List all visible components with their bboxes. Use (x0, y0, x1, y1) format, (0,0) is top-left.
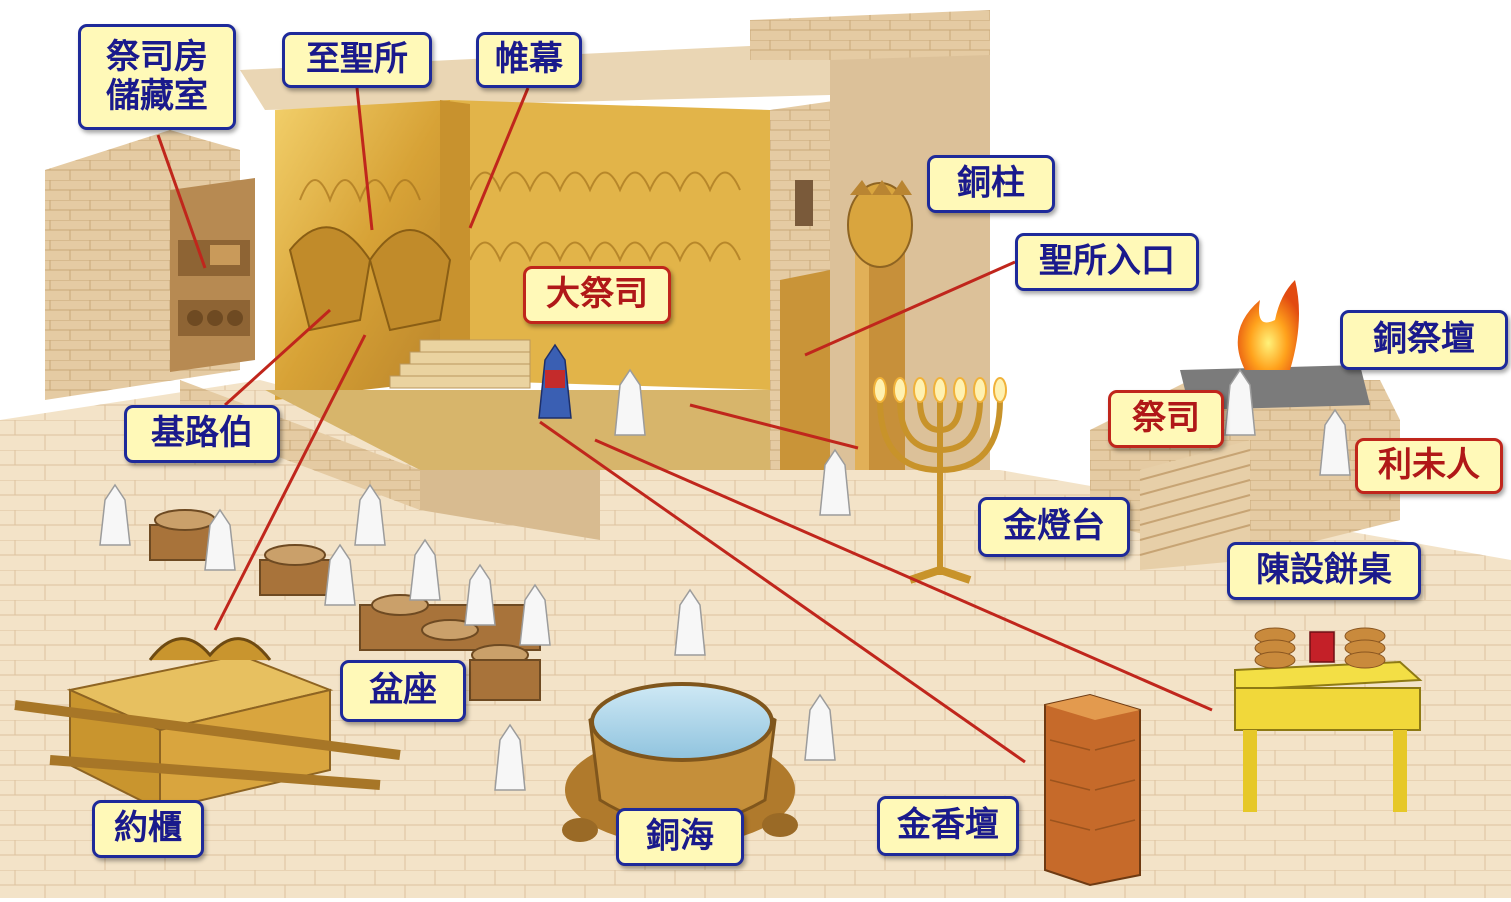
incense-altar (1044, 693, 1141, 887)
pointer-cherubim (223, 308, 332, 407)
high-priest-figure (538, 343, 572, 419)
priest-storage-wing (45, 130, 255, 400)
pointer-lampstand (689, 403, 859, 450)
label-holy-of-holies: 至聖所 (282, 32, 432, 88)
label-showbread-table: 陳設餅桌 (1227, 542, 1421, 600)
label-bronze-pillar: 銅柱 (927, 155, 1055, 213)
label-incense-altar: 金香壇 (877, 796, 1019, 856)
label-ark: 約櫃 (92, 800, 204, 858)
label-bronze-altar: 銅祭壇 (1340, 310, 1508, 370)
label-priest: 祭司 (1108, 390, 1224, 448)
label-golden-lampstand: 金燈台 (978, 497, 1130, 557)
menorah-flames (873, 377, 1007, 403)
showbread-table (1234, 627, 1423, 812)
pointer-ark (213, 334, 367, 631)
pointer-sanctuary-entrance (804, 260, 1016, 357)
priests (99, 368, 1351, 791)
pointer-holy-of-holies (355, 87, 374, 231)
label-veil: 帷幕 (476, 32, 582, 88)
pointer-incense-altar (539, 420, 1026, 764)
pointer-showbread-table (594, 438, 1213, 712)
label-high-priest: 大祭司 (523, 266, 671, 324)
label-laver-stands: 盆座 (340, 660, 466, 722)
label-priest-storage: 祭司房 儲藏室 (78, 24, 236, 130)
label-cherubim: 基路伯 (124, 405, 280, 463)
menorah (877, 399, 1003, 584)
label-sanctuary-entrance: 聖所入口 (1015, 233, 1199, 291)
bronze-pillar (847, 180, 913, 470)
ark-of-covenant (14, 637, 401, 812)
pointer-lines (156, 87, 1213, 764)
pointer-priest-storage (156, 134, 207, 269)
label-levite: 利未人 (1355, 438, 1503, 494)
label-bronze-sea: 銅海 (616, 808, 744, 866)
pointer-veil (468, 87, 530, 229)
